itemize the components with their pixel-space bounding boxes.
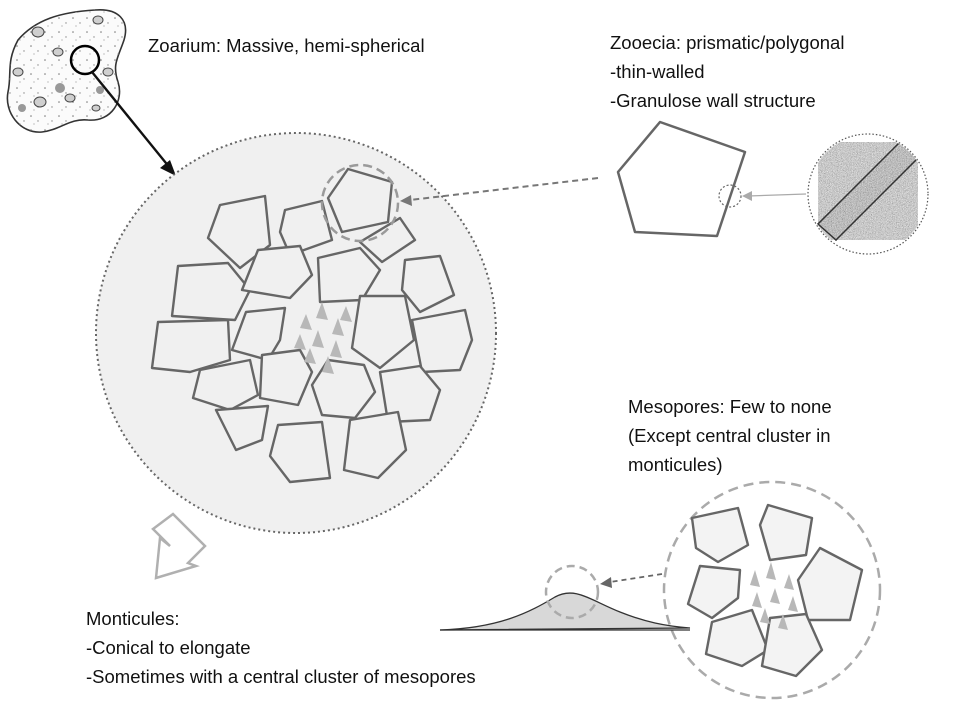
mesopores-label-block: Mesopores: Few to none (Except central c…	[628, 392, 832, 479]
single-zooecium-detail	[616, 120, 929, 255]
mesopores-line-3: monticules)	[628, 454, 723, 475]
monticule-apex-circle	[544, 564, 600, 620]
zoarium-label: Zoarium: Massive, hemi-spherical	[148, 35, 425, 56]
zoom-arrow-head-icon	[160, 160, 176, 176]
wall-magnify-arrow-line	[747, 193, 807, 197]
monticules-title: Monticules:	[86, 608, 180, 629]
monticules-line-2: -Sometimes with a central cluster of mes…	[86, 666, 476, 687]
zoarium-focus-circle	[69, 44, 101, 76]
zooecium-highlight-circle	[320, 163, 400, 243]
monticule-profile-fill	[439, 592, 691, 631]
zoom-arrow-line	[91, 71, 171, 169]
zooecium-dashed-arrow-head-icon	[400, 195, 412, 206]
wall-sample-circle	[718, 184, 742, 208]
zoarium-thumbnail	[6, 9, 176, 176]
zooecia-polygons	[150, 167, 474, 484]
zooecia-label-block: Zooecia: prismatic/polygonal -thin-walle…	[610, 28, 844, 115]
monticule-hollow-arrow-icon	[151, 512, 207, 580]
zooecia-line-1: -thin-walled	[610, 61, 705, 82]
mesopores-line-2: (Except central cluster in	[628, 425, 831, 446]
zoarium-monticule-spots	[12, 15, 114, 112]
monticule-closeup	[662, 480, 882, 700]
monticules-label-block: Monticules: -Conical to elongate -Someti…	[86, 604, 476, 691]
zooecia-line-2: -Granulose wall structure	[610, 90, 816, 111]
central-mesopore-cluster	[294, 302, 352, 374]
wall-magnify-arrow-head-icon	[742, 191, 752, 201]
monticules-line-1: -Conical to elongate	[86, 637, 251, 658]
zooecia-title: Zooecia: prismatic/polygonal	[610, 32, 845, 53]
mesopores-line-1: Mesopores: Few to none	[628, 396, 832, 417]
monticule-dashed-arrow-head-icon	[600, 577, 612, 588]
zooecium-dashed-arrow-line	[409, 177, 599, 201]
monticule-profile	[439, 564, 691, 631]
zooecia-surface-view	[95, 132, 497, 534]
single-zooecium-polygon	[616, 120, 747, 238]
monticule-dashed-arrow-line	[609, 573, 663, 583]
